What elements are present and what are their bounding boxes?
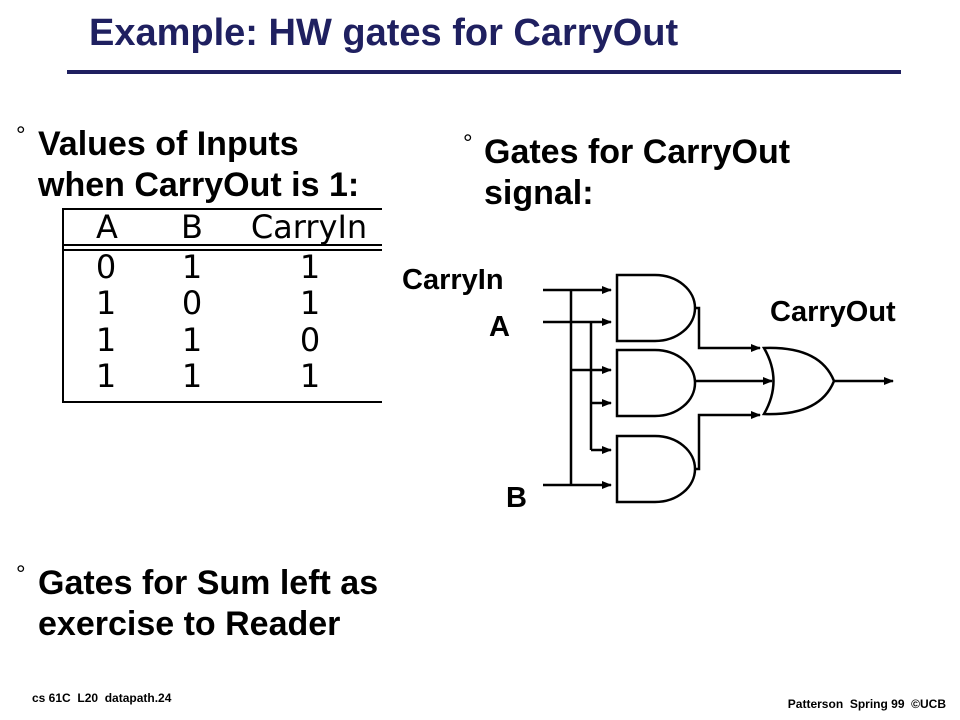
and-gate-2 [615, 348, 697, 418]
table-cell: 1 [181, 321, 203, 359]
table-cell: 0 [95, 248, 117, 286]
circuit-label-carryin: CarryIn [402, 264, 504, 296]
table-header-carryin: CarryIn [250, 208, 368, 246]
or-gate [761, 346, 836, 416]
bullet-gates-for-sum: Gates for Sum left as exercise to Reader [38, 563, 378, 645]
bullet-values-of-inputs: Values of Inputs when CarryOut is 1: [38, 124, 359, 206]
table-cell: 0 [181, 284, 203, 322]
bullet-gates-for-carryout: Gates for CarryOut signal: [484, 132, 790, 214]
wire-and1-to-or [695, 306, 761, 352]
table-cell: 1 [299, 284, 321, 322]
table-cell: 1 [95, 321, 117, 359]
table-cell: 1 [95, 357, 117, 395]
footer-author-info: Patterson Spring 99 ©UCB [787, 697, 946, 711]
footer-course-info: cs 61C L20 datapath.24 [32, 691, 172, 705]
title-underline [67, 70, 901, 74]
table-top-border [62, 208, 382, 210]
bullet-marker: ° [463, 130, 473, 157]
table-cell: 1 [299, 248, 321, 286]
circuit-label-b: B [506, 482, 527, 514]
table-header-rule [62, 249, 382, 251]
bullet-line: signal: [484, 174, 594, 212]
table-cell: 1 [181, 357, 203, 395]
wire-and3-to-or [695, 411, 761, 471]
bullet-marker: ° [16, 122, 26, 149]
bullet-line: Values of Inputs [38, 125, 299, 163]
table-cell: 0 [299, 321, 321, 359]
table-left-border [62, 208, 64, 403]
bullet-line: Gates for Sum left as [38, 564, 379, 602]
table-header-b: B [181, 208, 203, 246]
table-cell: 1 [181, 248, 203, 286]
table-header-a: A [96, 208, 118, 246]
and-gate-3 [615, 434, 697, 504]
circuit-label-carryout: CarryOut [770, 296, 896, 328]
circuit-label-a: A [489, 311, 510, 343]
table-cell: 1 [299, 357, 321, 395]
table-bottom-border [62, 401, 382, 403]
and-gate-1 [615, 273, 697, 343]
table-cell: 1 [95, 284, 117, 322]
bullet-line: when CarryOut is 1: [38, 166, 360, 204]
table-header-rule [62, 244, 382, 246]
truth-table: A B CarryIn 0 1 1 1 0 1 1 1 0 1 1 1 [62, 208, 382, 403]
bullet-line: exercise to Reader [38, 605, 341, 643]
bullet-line: Gates for CarryOut [484, 133, 791, 171]
slide-title: Example: HW gates for CarryOut [89, 12, 679, 54]
bullet-marker: ° [16, 561, 26, 588]
